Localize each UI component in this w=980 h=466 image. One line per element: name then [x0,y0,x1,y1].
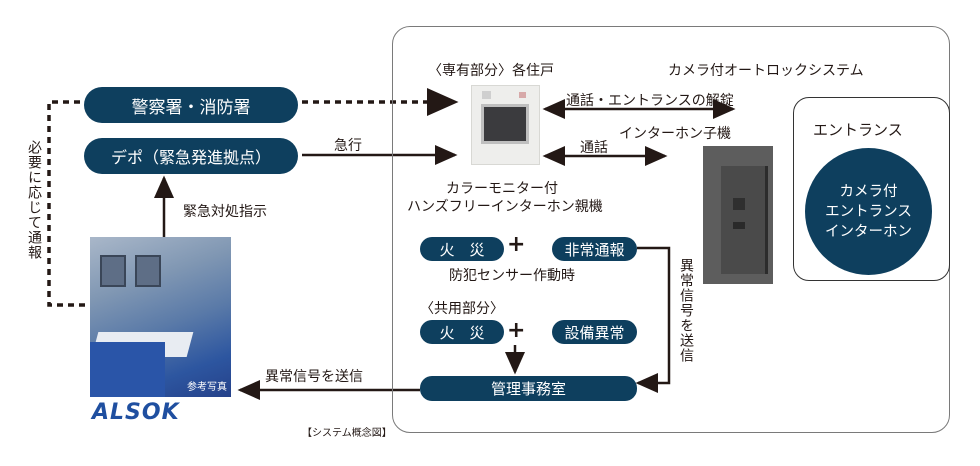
entrance-intercom-node: カメラ付 エントランス インターホン [805,148,932,275]
diagram-caption: 【システム概念図】 [302,428,392,439]
equipment-fault-label: 設備異常 [564,323,625,342]
intercom-sub-unit [703,146,773,284]
equipment-fault-node: 設備異常 [552,320,637,344]
entrance-label: エントランス [813,121,903,139]
alsok-logo: ALSOK [92,400,180,425]
plus-icon-common: + [507,318,526,343]
sub-unit-label: インターホン子機 [619,126,731,142]
private-fire-node: 火 災 [420,237,504,261]
notify-if-needed-label: 必要に応じて通報 [26,140,42,260]
police-fire-station-node: 警察署・消防署 [84,87,298,123]
security-sensor-label: 防犯センサー作動時 [449,268,575,284]
management-office-node: 管理事務室 [420,376,637,401]
master-unit-line2: ハンズフリーインターホン親機 [407,199,603,215]
emergency-instruction-label: 緊急対処指示 [183,204,267,220]
rush-label: 急行 [334,138,362,154]
depot-node: デポ（緊急発進拠点） [84,138,298,174]
emergency-call-node: 非常通報 [552,237,637,261]
common-area-label: 〈共用部分〉 [420,301,504,317]
autolock-system-title: カメラ付オートロックシステム [668,63,864,79]
plus-icon: + [507,232,526,257]
entrance-intercom-line2: エントランス [825,203,912,220]
talk-label: 通話 [580,140,608,156]
common-fire-label: 火 災 [439,323,485,342]
color-monitor-intercom [471,85,540,165]
private-area-label: 〈専有部分〉各住戸 [428,63,554,79]
send-abnormal-signal-vertical: 異常信号を送信 [678,258,694,363]
emergency-signal-line [635,246,671,393]
police-fire-label: 警察署・消防署 [131,97,251,118]
control-center-photo: 参考写真 [90,237,231,397]
depot-label: デポ（緊急発進拠点） [110,148,271,167]
send-abnormal-signal-label: 異常信号を送信 [265,369,363,385]
photo-caption: 参考写真 [187,382,227,393]
emergency-call-label: 非常通報 [564,240,625,259]
notify-dotted-line [47,100,90,307]
common-fire-node: 火 災 [420,320,504,344]
talk-unlock-label: 通話・エントランスの解錠 [566,93,734,109]
private-fire-label: 火 災 [439,240,485,259]
entrance-intercom-line1: カメラ付 [839,183,898,200]
entrance-intercom-line3: インターホン [825,223,912,240]
management-office-label: 管理事務室 [490,380,566,398]
master-unit-line1: カラーモニター付 [446,181,558,197]
